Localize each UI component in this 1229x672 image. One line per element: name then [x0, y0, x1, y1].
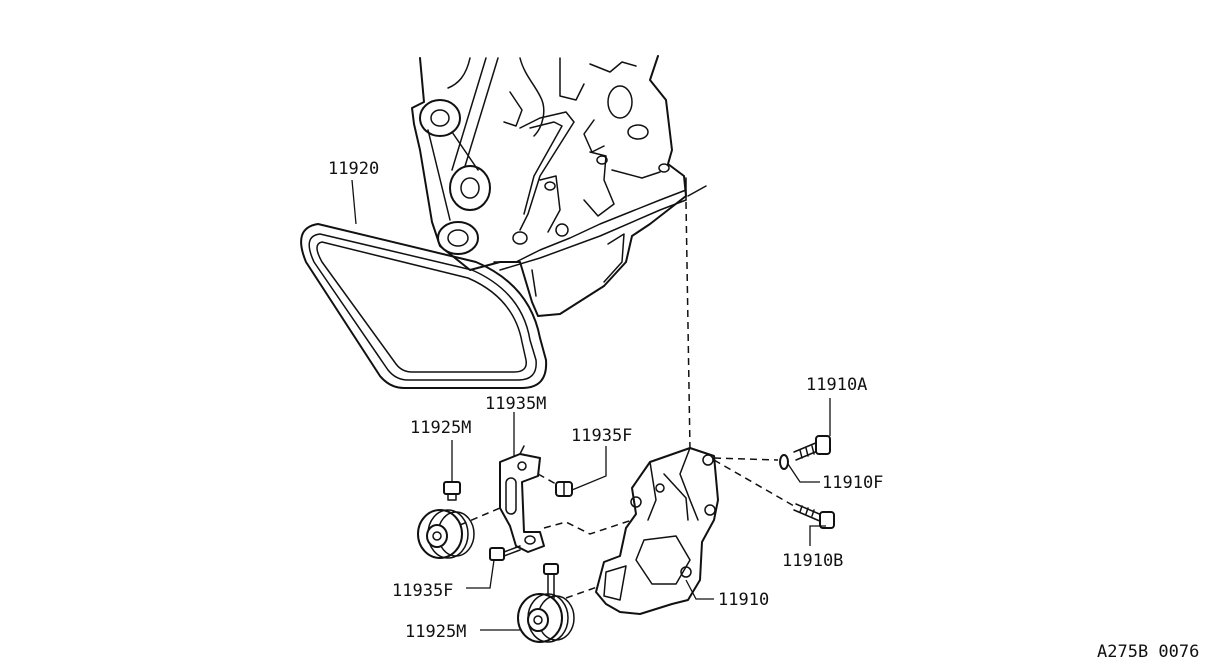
bolt-b [793, 503, 835, 529]
assembly-line-pulley-upper [459, 507, 501, 526]
tensioner-bracket [499, 445, 545, 553]
label-bolt-a: 11910A [806, 375, 867, 395]
diagram-code: A275B 0076 [1097, 642, 1199, 662]
label-bracket: 11935M [485, 394, 546, 414]
label-idler-pulley-lower: 11925M [405, 622, 466, 642]
idler-pulley-lower [517, 563, 575, 643]
bolt-a [793, 435, 831, 461]
label-belt: 11920 [328, 159, 379, 179]
assembly-line-pulley-lower [565, 585, 601, 599]
assembly-line-bracket-main [543, 519, 633, 535]
label-bolt-b: 11910B [782, 551, 843, 571]
label-idler-pulley-upper: 11925M [410, 418, 471, 438]
leader-lines [351, 179, 831, 631]
bolt-lower [489, 545, 521, 561]
assembly-line-bracket-nut [537, 473, 557, 485]
label-washer: 11910F [822, 473, 883, 493]
assembly-line-bolt-b [713, 459, 795, 507]
label-nut-upper: 11935F [571, 426, 632, 446]
nut-upper [555, 481, 573, 497]
assembly-line-bolt-a [713, 457, 779, 461]
washer [779, 454, 789, 470]
idler-pulley-upper [417, 481, 475, 559]
main-bracket [595, 447, 719, 615]
assembly-line-main [685, 201, 691, 451]
label-main-bracket: 11910 [718, 590, 769, 610]
drive-belt [300, 223, 548, 389]
engine-block [411, 55, 707, 317]
label-bolt-lower: 11935F [392, 581, 453, 601]
